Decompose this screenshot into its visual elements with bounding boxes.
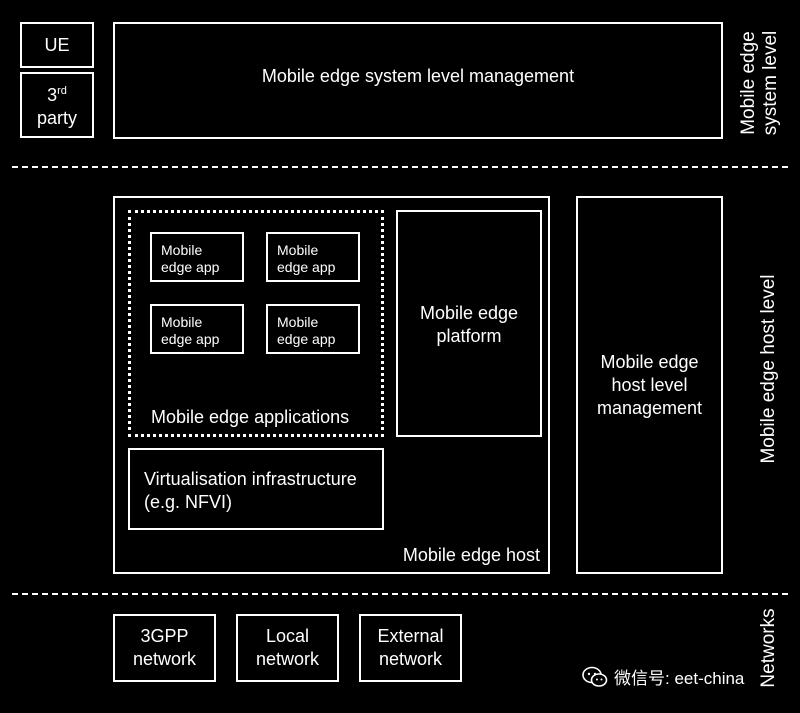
separator-host-networks (12, 593, 788, 595)
mobile-edge-app-3: Mobile edge app (150, 304, 244, 354)
third-party-number: 3rd (47, 85, 67, 105)
ue-box: UE (20, 22, 94, 68)
host-level-side-label: Mobile edge host level (758, 274, 779, 464)
mobile-edge-platform-box: Mobile edge platform (396, 210, 542, 437)
mobile-edge-host-box: Mobile edge host (113, 196, 550, 574)
system-level-management-box: Mobile edge system level management (113, 22, 723, 139)
system-level-side-label: Mobile edge system level (738, 30, 781, 136)
wechat-icon (582, 666, 608, 687)
networks-side-label: Networks (758, 608, 779, 688)
virtualisation-infrastructure-box: Virtualisation infrastructure (e.g. NFVI… (128, 448, 384, 530)
mobile-edge-app-1: Mobile edge app (150, 232, 244, 282)
host-level-management-box: Mobile edge host level management (576, 196, 723, 574)
system-level-management-label: Mobile edge system level management (261, 66, 575, 86)
mobile-edge-app-4: Mobile edge app (266, 304, 360, 354)
mobile-edge-app-2: Mobile edge app (266, 232, 360, 282)
applications-label: Mobile edge applications (151, 407, 350, 427)
applications-group: Mobile edge applications (128, 210, 384, 437)
watermark-text: 微信号: eet-china (614, 669, 745, 688)
watermark: 微信号: eet-china (582, 664, 744, 689)
third-party-box: 3rd party (20, 72, 94, 138)
external-network-box: External network (359, 614, 462, 682)
3gpp-network-box: 3GPP network (113, 614, 216, 682)
ue-label: UE (44, 34, 70, 55)
local-network-box: Local network (236, 614, 339, 682)
third-party-label: party (36, 108, 78, 128)
mobile-edge-host-label: Mobile edge host (402, 545, 540, 565)
separator-system-host (12, 166, 788, 168)
